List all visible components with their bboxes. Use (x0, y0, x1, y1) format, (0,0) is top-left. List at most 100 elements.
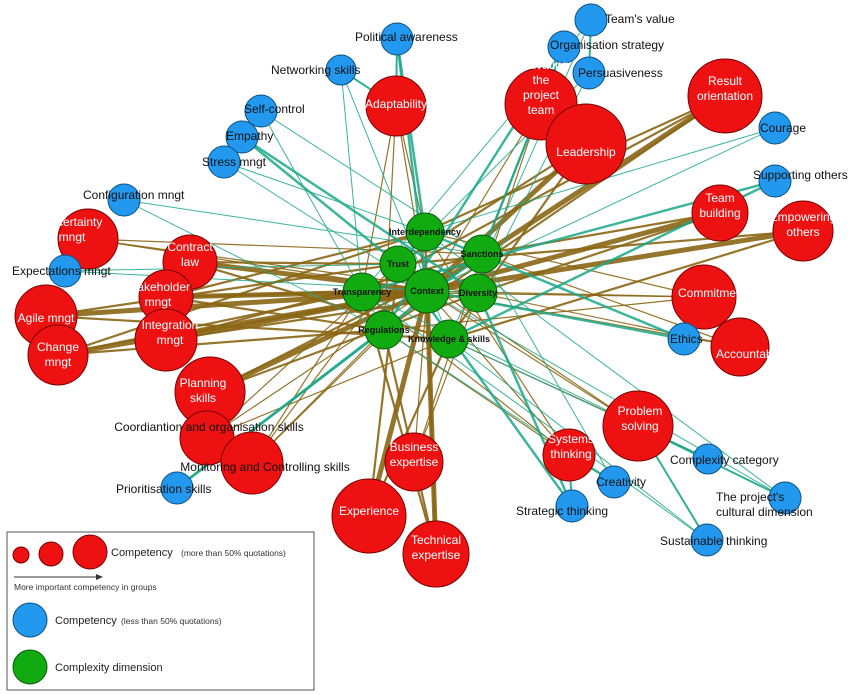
label-experience: Experience (339, 504, 399, 518)
edge-change-regulations (57, 328, 385, 357)
node-result (687, 58, 763, 134)
legend: Competency (more than 50% quotations) Mo… (6, 531, 315, 691)
edge-stakeholder-interdependency (165, 230, 426, 299)
node-empathy (225, 120, 259, 154)
label-persuasiveness: Persuasiveness (578, 66, 663, 80)
label-transparency: Transparency (333, 287, 392, 297)
node-experience (331, 478, 407, 554)
label-political: Political awareness (355, 30, 458, 44)
edge-cultural-context (426, 290, 786, 499)
node-configuration (107, 183, 141, 217)
edge-selfcontrol-sanctions (260, 110, 483, 255)
label-context: Context (410, 286, 444, 296)
legend-arrow-caption: More important competency in groups (14, 582, 157, 592)
edge-planning-context (208, 288, 429, 395)
legend-major-label: Competency (111, 547, 173, 559)
label-empathy: Empathy (226, 129, 273, 143)
label-prioritisation: Prioritisation skills (116, 482, 211, 496)
label-adaptability: Adaptability (365, 97, 427, 111)
node-complexitycat (692, 443, 724, 475)
legend-minor-label: Competency (55, 615, 117, 627)
edge-stakeholder-regulations (165, 295, 385, 332)
label-monitoring: Monitoring and Controlling skills (180, 460, 349, 474)
label-commitment: Commitment (678, 286, 747, 300)
nodes-layer (14, 3, 834, 588)
legend-complexity-circle (12, 649, 48, 685)
node-teamsvalue (574, 3, 608, 37)
legend-minor-circle (12, 602, 48, 638)
legend-major-large-circle (72, 534, 108, 570)
label-creativity: Creativity (596, 475, 646, 489)
node-sanctions (462, 234, 502, 274)
edge-stress-interdependency (223, 161, 426, 233)
node-persuasiveness (572, 56, 606, 90)
node-context (404, 268, 450, 314)
edge-empathy-trust (241, 136, 399, 265)
label-configuration: Configuration mngt (83, 188, 185, 202)
edge-empowering-knowledge (448, 229, 804, 341)
node-teambuilding (691, 184, 749, 242)
label-supporting: Supporting others (753, 168, 848, 182)
node-adaptability (365, 75, 427, 137)
node-uncertainty (57, 208, 119, 270)
node-sustainable (690, 523, 724, 557)
node-selfcontrol (244, 94, 278, 128)
label-coordination: Coordiantion and organisation skills (114, 420, 303, 434)
label-selfcontrol: Self-control (244, 102, 305, 116)
node-stress (207, 145, 241, 179)
legend-major-medium-circle (38, 541, 64, 567)
label-regulations: Regulations (358, 325, 410, 335)
label-strategic: Strategic thinking (516, 504, 608, 518)
node-prioritisation (160, 471, 194, 505)
label-ethics: Ethics (670, 332, 703, 346)
node-supporting (758, 164, 792, 198)
edge-monitoring-transparency (251, 291, 363, 464)
edge-agile-trust (45, 262, 399, 318)
node-technical (402, 520, 470, 588)
node-accountability (710, 317, 770, 377)
node-expectations (48, 254, 82, 288)
edge-contract-trust (189, 260, 399, 266)
node-leadership (545, 103, 627, 185)
node-empowering (772, 200, 834, 262)
label-sustainable: Sustainable thinking (660, 534, 767, 548)
label-complexitycat: Complexity category (670, 453, 779, 467)
node-knowledge (429, 319, 469, 359)
label-networking: Networking skills (271, 63, 360, 77)
node-ethics (667, 322, 701, 356)
node-strategic (555, 489, 589, 523)
label-accountability: Accountability (716, 347, 790, 361)
edge-networking-transparency (340, 69, 363, 293)
edge-change-interdependency (57, 230, 426, 357)
edge-sustainable-transparency (361, 291, 708, 541)
edge-systems-context (426, 290, 570, 456)
node-cultural (768, 481, 802, 515)
node-transparency (342, 272, 382, 312)
node-trust (379, 245, 417, 283)
node-regulations (364, 310, 404, 350)
label-leadership: Leadership (556, 145, 616, 159)
node-problem (602, 390, 674, 462)
label-agile: Agile mngt (18, 311, 75, 325)
label-stress: Stress mngt (202, 155, 267, 169)
node-diversity (458, 273, 498, 313)
edge-configuration-regulations (123, 199, 385, 331)
edge-business-diversity (413, 292, 479, 463)
label-sanctions: Sanctions (460, 249, 503, 259)
node-business (384, 432, 444, 492)
node-integration (134, 308, 198, 372)
node-orgstrategy (547, 30, 581, 64)
node-change (27, 324, 89, 386)
